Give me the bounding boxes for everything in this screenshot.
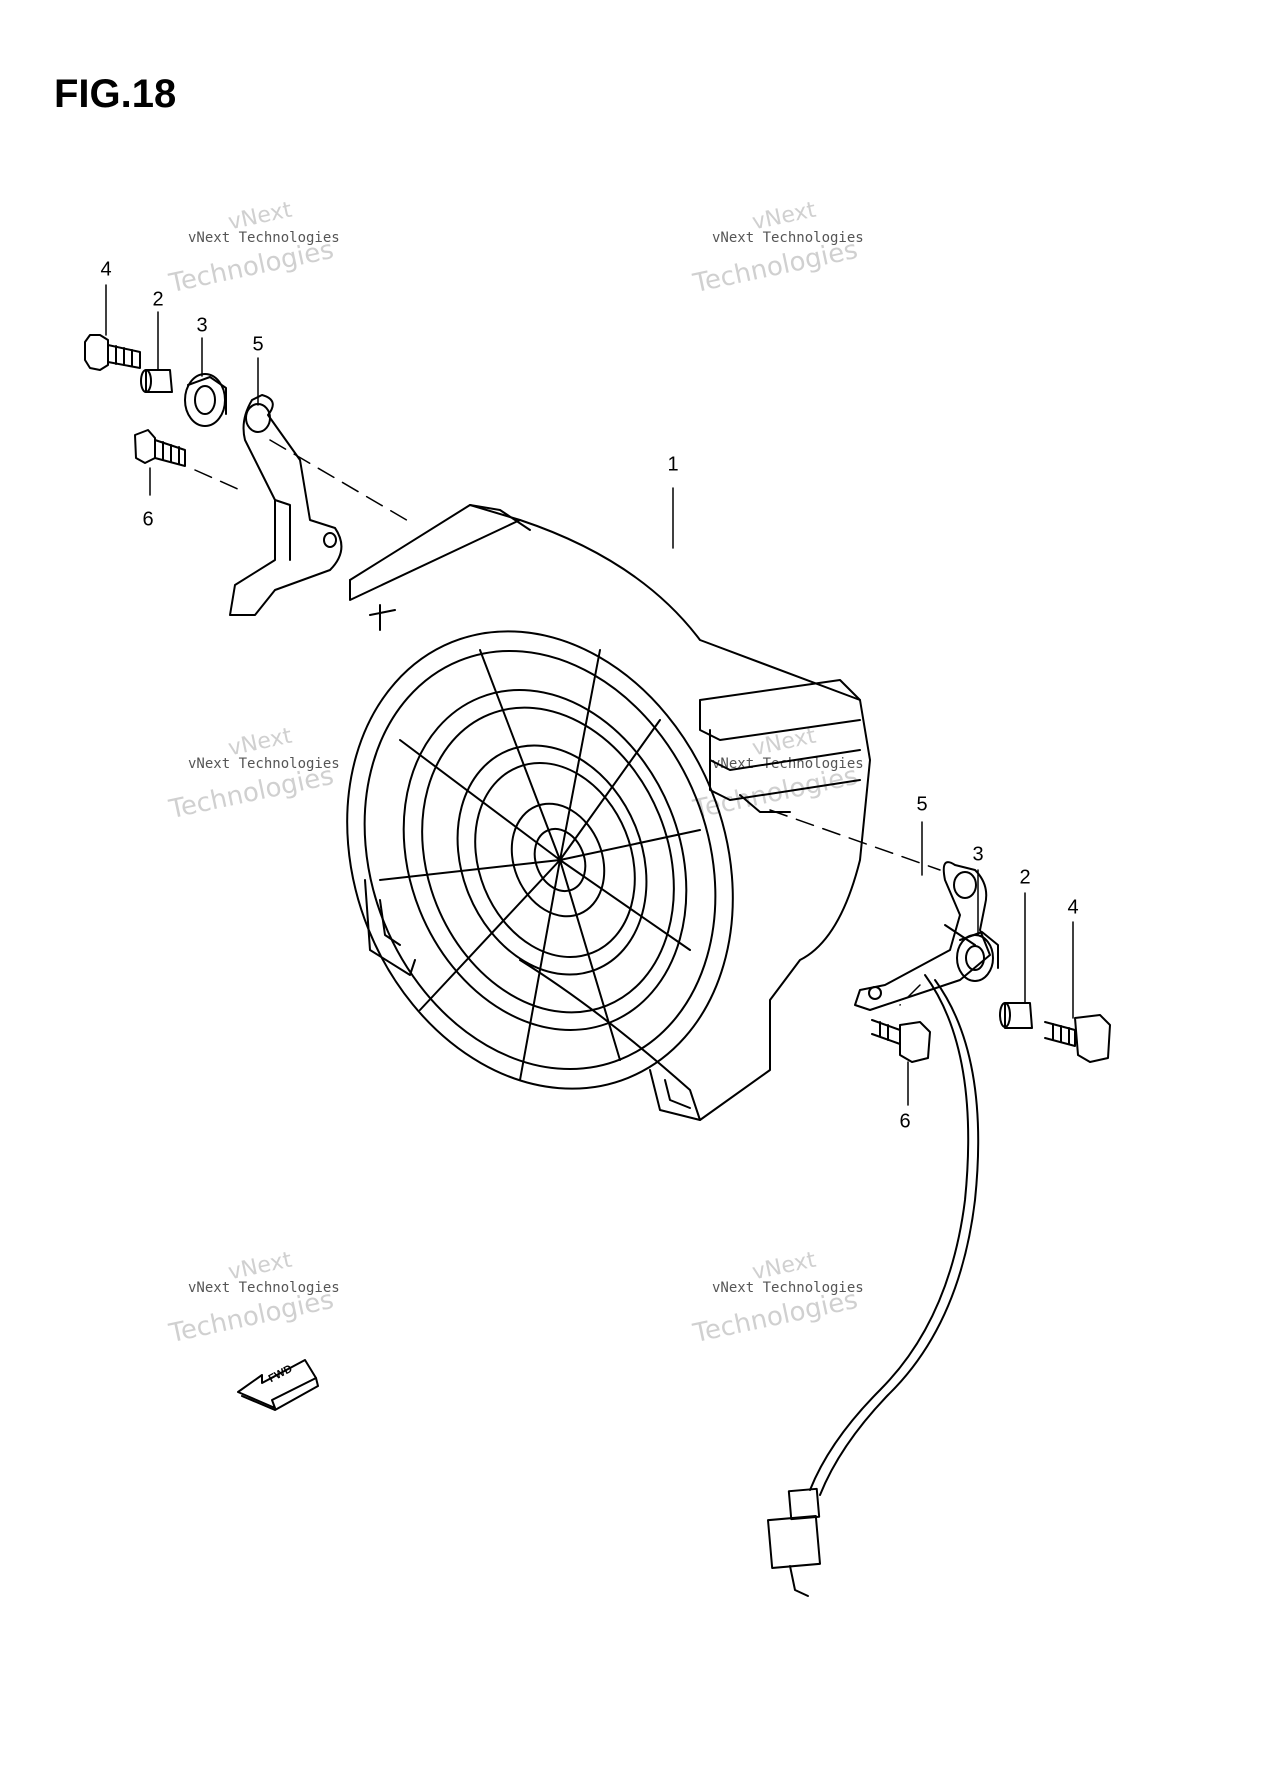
callout-part-3-right: 3 [972,843,984,866]
callout-part-3-left: 3 [196,314,208,337]
right-fasteners [871,931,1111,1063]
callout-part-4-left: 4 [100,258,112,281]
left-fasteners [84,334,227,467]
right-bracket [854,861,991,1011]
wire-harness [766,974,980,1597]
callout-part-1: 1 [667,453,679,476]
fan-grille [346,630,734,1121]
callout-part-4-right: 4 [1067,896,1079,919]
figure-title: FIG.18 [54,72,177,116]
left-bracket [229,394,343,616]
callout-part-6-left: 6 [142,508,154,531]
callout-part-6-right: 6 [899,1110,911,1133]
fan-shroud [349,504,871,1121]
fwd-arrow [237,1359,319,1411]
callout-leaders [105,284,1074,1106]
callout-part-5-left: 5 [252,333,264,356]
callout-part-5-right: 5 [916,793,928,816]
callout-part-2-right: 2 [1019,866,1031,889]
dashed-leaders [194,439,941,1006]
callout-part-2-left: 2 [152,288,164,311]
